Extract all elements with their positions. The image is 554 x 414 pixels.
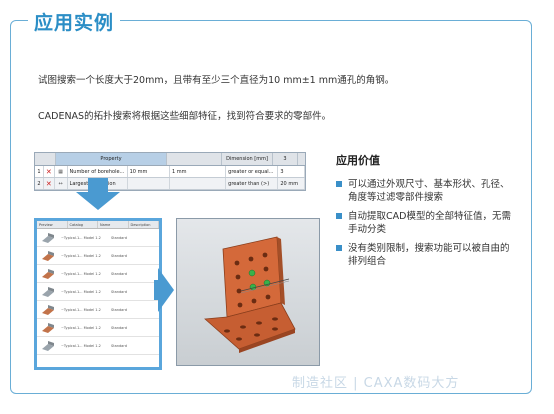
part-thumbnail-icon: [42, 322, 54, 333]
value-heading: 应用价值: [336, 154, 380, 167]
table-row[interactable]: ~Typical.1... Model 1.2 Standard: [37, 247, 159, 265]
result-description: Standard: [111, 307, 127, 312]
part-thumbnail-icon: [42, 286, 54, 297]
header-count: 3: [273, 153, 298, 165]
part-thumbnail-icon: [42, 304, 54, 315]
right-arrow-icon: [158, 268, 174, 312]
result-description: Standard: [111, 235, 127, 240]
header-dimension: Dimension [mm]: [222, 153, 273, 165]
comparison-value[interactable]: 20 mm: [278, 178, 305, 189]
table-row[interactable]: ~Typical.1... Model 1.2 Standard: [37, 337, 159, 355]
part-thumbnail-icon: [42, 340, 54, 351]
result-name: ~Typical.1... Model 1.2: [61, 343, 101, 348]
part-thumbnail-icon: [42, 250, 54, 261]
property-row[interactable]: 2 ✕ ↔ Largest dimension greater than (>)…: [35, 178, 305, 190]
result-description: Standard: [111, 343, 127, 348]
result-name: ~Typical.1... Model 1.2: [61, 289, 101, 294]
bullet-square-icon: [336, 181, 342, 187]
watermark: 制造社区 | CAXA数码大方: [292, 376, 460, 391]
table-row[interactable]: ~Typical.1... Model 1.2 Standard: [37, 301, 159, 319]
intro-line-1: 试图搜索一个长度大于20mm，且带有至少三个直径为10 mm±1 mm通孔的角钢…: [38, 75, 395, 86]
result-description: Standard: [111, 271, 127, 276]
part-thumbnail-icon: [42, 232, 54, 243]
search-results-table: Preview Catalog Name Description ~Typica…: [34, 218, 162, 370]
list-item: 没有类别限制，搜索功能可以被自由的排列组合: [336, 242, 518, 268]
row-number: 1: [35, 166, 44, 177]
result-name: ~Typical.1... Model 1.2: [61, 307, 101, 312]
bullet-text: 可以通过外观尺寸、基本形状、孔径、角度等过滤零部件搜索: [348, 179, 510, 203]
remove-icon[interactable]: ✕: [44, 178, 55, 189]
comparison-value[interactable]: 3: [278, 166, 305, 177]
intro-line-2: CADENAS的拓扑搜索将根据这些细部特征，找到符合要求的零部件。: [38, 111, 332, 122]
dimension-arrow-icon: ↔: [55, 178, 68, 189]
result-name: ~Typical.1... Model 1.2: [61, 235, 101, 240]
down-arrow-stem: [88, 178, 108, 194]
bullet-square-icon: [336, 245, 342, 251]
comparison-select[interactable]: greater or equal...: [226, 166, 279, 177]
content-frame: [10, 20, 532, 394]
remove-icon[interactable]: ✕: [44, 166, 55, 177]
results-header-cell: Name: [98, 221, 129, 228]
result-name: ~Typical.1... Model 1.2: [61, 271, 101, 276]
bullet-text: 没有类别限制，搜索功能可以被自由的排列组合: [348, 243, 510, 267]
list-item: 可以通过外观尺寸、基本形状、孔径、角度等过滤零部件搜索: [336, 178, 518, 204]
row-number: 2: [35, 178, 44, 189]
table-row[interactable]: ~Typical.1... Model 1.2 Standard: [37, 265, 159, 283]
result-description: Standard: [111, 289, 127, 294]
property-tolerance[interactable]: [170, 178, 227, 189]
property-table-header: Property Dimension [mm] 3: [35, 153, 305, 166]
result-name: ~Typical.1... Model 1.2: [61, 325, 101, 330]
page-title: 应用实例: [28, 8, 121, 35]
down-arrow-icon: [76, 192, 120, 210]
property-value[interactable]: 10 mm: [128, 166, 170, 177]
result-description: Standard: [111, 325, 127, 330]
table-row[interactable]: ~Typical.1... Model 1.2 Standard: [37, 319, 159, 337]
results-header: Preview Catalog Name Description: [37, 221, 159, 229]
right-arrow-stem: [154, 280, 160, 300]
property-value[interactable]: [128, 178, 170, 189]
table-row[interactable]: ~Typical.1... Model 1.2 Standard: [37, 283, 159, 301]
part-thumbnail-icon: [42, 268, 54, 279]
bullet-square-icon: [336, 213, 342, 219]
result-name: ~Typical.1... Model 1.2: [61, 253, 101, 258]
property-row[interactable]: 1 ✕ ▦ Number of borehole... 10 mm 1 mm g…: [35, 166, 305, 178]
part-3d-viewport[interactable]: [176, 218, 320, 366]
boreholes-icon: ▦: [55, 166, 68, 177]
list-item: 自动提取CAD模型的全部特征值，无需手动分类: [336, 210, 518, 236]
header-property: Property: [56, 153, 167, 165]
results-header-cell: Preview: [37, 221, 68, 228]
comparison-select[interactable]: greater than (>): [226, 178, 279, 189]
table-row[interactable]: ~Typical.1... Model 1.2 Standard: [37, 229, 159, 247]
property-name: Number of borehole...: [68, 166, 128, 177]
results-header-cell: Catalog: [68, 221, 98, 228]
result-description: Standard: [111, 253, 127, 258]
property-filter-table: Property Dimension [mm] 3 1 ✕ ▦ Number o…: [34, 152, 306, 191]
angle-bracket-model: [177, 219, 319, 365]
bullet-text: 自动提取CAD模型的全部特征值，无需手动分类: [348, 211, 511, 235]
results-header-cell: Description: [129, 221, 159, 228]
value-bullet-list: 可以通过外观尺寸、基本形状、孔径、角度等过滤零部件搜索 自动提取CAD模型的全部…: [336, 178, 518, 274]
property-tolerance[interactable]: 1 mm: [170, 166, 227, 177]
